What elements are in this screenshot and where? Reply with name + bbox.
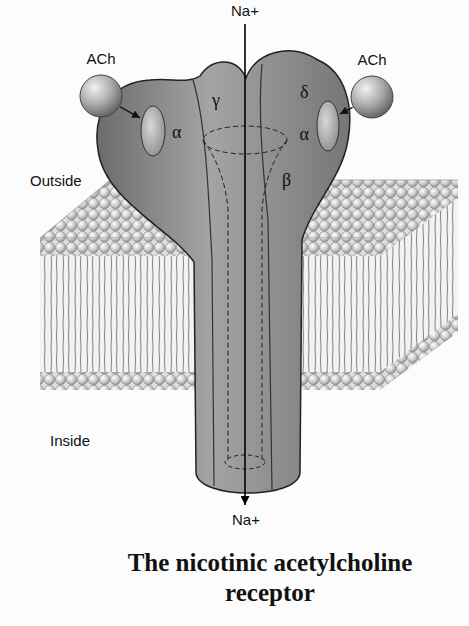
node-label: ACh — [86, 50, 115, 67]
binding-arrow — [340, 107, 353, 114]
membrane-side-tails — [380, 180, 458, 390]
membrane-side-heads — [380, 180, 458, 256]
ion-label: Na+ — [231, 2, 259, 19]
molecule-shape — [79, 74, 123, 118]
binding-site: α — [140, 105, 186, 157]
ion-label: Na+ — [232, 511, 260, 528]
node-label: α — [172, 122, 181, 143]
subunit-label: β — [282, 170, 291, 191]
acetylcholine-molecule: ACh — [350, 75, 394, 119]
node-label: α — [300, 124, 309, 145]
molecule-sphere — [351, 76, 393, 118]
figure-caption: The nicotinic acetylcholine receptor — [125, 548, 415, 608]
node-label: ACh — [357, 51, 386, 68]
binding-pocket-shape — [141, 106, 165, 156]
subunit-label: δ — [300, 82, 308, 103]
subunit-label: γ — [212, 90, 220, 111]
binding-pocket — [316, 100, 340, 152]
binding-site: α — [296, 100, 340, 152]
membrane-side-label: Inside — [50, 432, 90, 449]
ion-flow-arrow — [244, 24, 246, 505]
binding-pocket-shape — [317, 101, 339, 151]
binding-pocket — [140, 105, 166, 157]
membrane-side-heads — [380, 314, 458, 390]
acetylcholine-molecule: ACh — [79, 74, 123, 118]
binding-arrow — [120, 107, 140, 118]
membrane-side-label: Outside — [30, 172, 82, 189]
molecule-sphere — [80, 75, 122, 117]
receptor-body — [97, 51, 350, 493]
molecule-shape — [350, 75, 394, 119]
